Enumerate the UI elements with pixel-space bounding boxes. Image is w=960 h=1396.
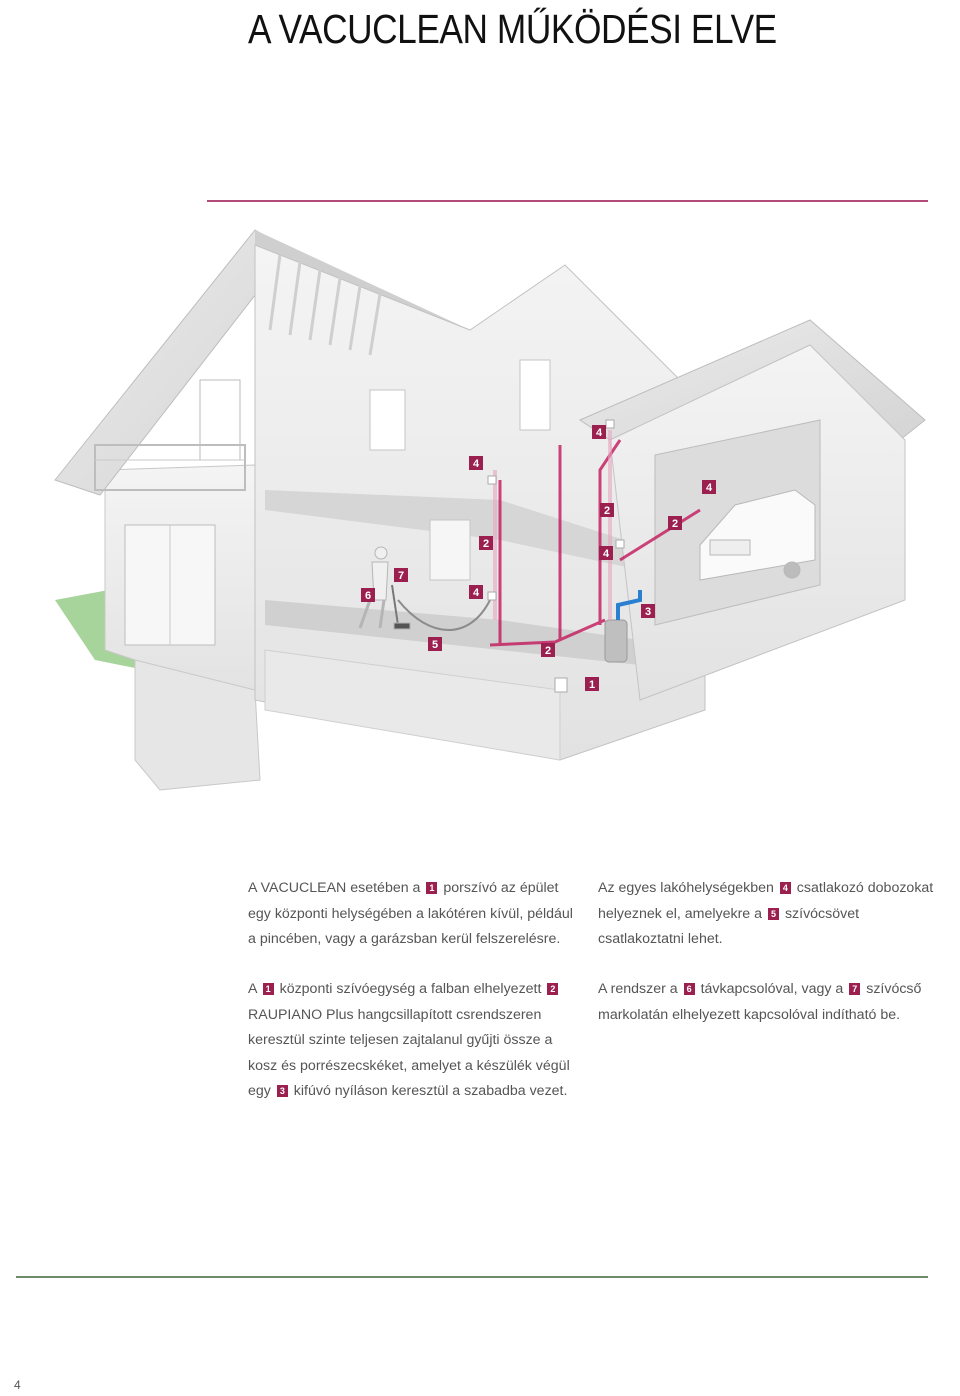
callout-4: 4 <box>592 425 606 439</box>
paragraph-intro: A VACUCLEAN esetében a 1 porszívó az épü… <box>248 880 573 947</box>
pipe-network <box>489 439 701 647</box>
title-divider <box>207 200 928 202</box>
number-badge-4: 4 <box>779 882 791 894</box>
footer-divider <box>16 1276 928 1278</box>
callout-4: 4 <box>469 585 483 599</box>
callout-7: 7 <box>394 568 408 582</box>
page-number: 4 <box>14 1378 21 1392</box>
number-badge-1: 1 <box>262 983 274 995</box>
balcony <box>94 444 246 491</box>
callout-2: 2 <box>479 536 493 550</box>
mid-door <box>429 519 471 581</box>
rafters <box>268 254 382 356</box>
central-vacuum-unit <box>604 590 642 663</box>
page-title: A VACUCLEAN MŰKÖDÉSI ELVE <box>248 6 777 52</box>
callout-2: 2 <box>668 516 682 530</box>
upper-window-right <box>519 359 551 431</box>
callout-3: 3 <box>641 604 655 618</box>
svg-text:3: 3 <box>645 606 651 618</box>
callout-2: 2 <box>600 503 614 517</box>
svg-text:2: 2 <box>672 518 678 530</box>
house-illustration: 4 4 4 2 2 2 4 7 6 4 3 5 2 1 <box>54 229 926 791</box>
callout-4: 4 <box>599 546 613 560</box>
gable-window <box>199 379 241 461</box>
svg-text:2: 2 <box>604 505 610 517</box>
car <box>699 489 816 581</box>
svg-text:4: 4 <box>473 587 480 599</box>
callout-6: 6 <box>361 588 375 602</box>
callout-4: 4 <box>702 480 716 494</box>
number-badge-2: 2 <box>547 983 559 995</box>
svg-text:4: 4 <box>603 548 610 560</box>
wall-sockets <box>487 419 625 693</box>
lower-room <box>264 649 561 761</box>
number-badge-7: 7 <box>849 983 861 995</box>
svg-text:4: 4 <box>706 482 713 494</box>
svg-text:4: 4 <box>473 458 480 470</box>
main-house-wall <box>134 659 261 791</box>
number-badge-5: 5 <box>767 907 779 920</box>
number-badge-6: 6 <box>683 983 695 995</box>
svg-text:2: 2 <box>483 538 489 550</box>
svg-text:2: 2 <box>545 645 551 657</box>
callout-4: 4 <box>469 456 483 470</box>
upper-window <box>369 389 406 451</box>
callout-5: 5 <box>428 637 442 651</box>
svg-text:4: 4 <box>596 427 603 439</box>
number-badge-3: 3 <box>276 1085 288 1097</box>
svg-text:6: 6 <box>365 590 371 602</box>
svg-text:5: 5 <box>432 639 438 651</box>
svg-text:1: 1 <box>589 679 595 691</box>
paragraph-switches: A rendszer a 6 távkapcsolóval, vagy a 7 … <box>598 981 922 1023</box>
callout-markers: 4 4 4 2 2 2 4 7 6 4 3 5 2 1 <box>361 425 716 691</box>
person-with-vacuum <box>358 546 491 631</box>
paragraph-central-unit: A 1 központi szívóegység a falban elhely… <box>248 981 570 1099</box>
svg-text:7: 7 <box>398 570 404 582</box>
paragraph-sockets: Az egyes lakóhelységekben 4 csatlakozó d… <box>598 880 934 947</box>
callout-1: 1 <box>585 677 599 691</box>
number-badge-1: 1 <box>426 882 438 894</box>
callout-2: 2 <box>541 643 555 657</box>
